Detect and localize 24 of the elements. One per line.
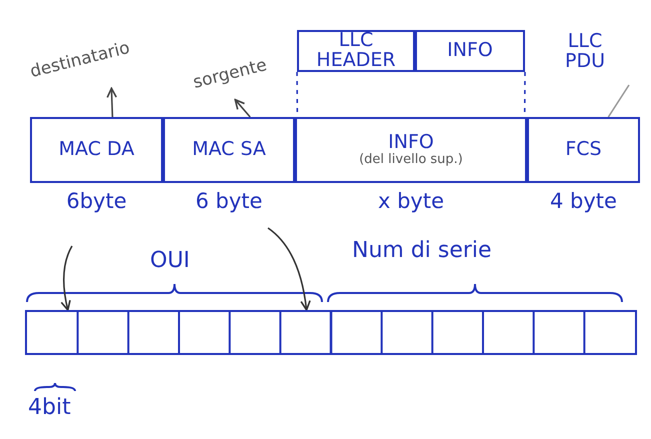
size-label: 6 byte <box>194 189 264 213</box>
connector-line <box>608 84 630 118</box>
arrow <box>268 227 311 311</box>
address-bar <box>25 310 637 355</box>
field-note: (del livello sup.) <box>359 152 463 168</box>
size-label: 4 byte <box>549 189 618 213</box>
size-label: x byte <box>376 189 445 213</box>
size-label: 6byte <box>65 189 128 213</box>
field-label: MAC SA <box>192 140 266 160</box>
annotation-text: sorgente <box>191 55 269 93</box>
field-box <box>415 30 525 72</box>
field-label: LLC HEADER <box>315 31 397 71</box>
field-label: INFO <box>388 132 434 152</box>
group-label: Num di serie <box>352 238 492 263</box>
field-label: FCS <box>565 140 602 160</box>
arrow <box>60 246 73 311</box>
field-label: INFO <box>447 41 493 61</box>
field-label: MAC DA <box>58 140 134 160</box>
size-label: 4bit <box>28 395 71 420</box>
bare-text: LLC PDU <box>564 32 606 72</box>
arrow <box>234 98 251 118</box>
group-label: OUI <box>150 248 190 273</box>
field-box <box>297 30 415 72</box>
arrow <box>106 88 118 118</box>
